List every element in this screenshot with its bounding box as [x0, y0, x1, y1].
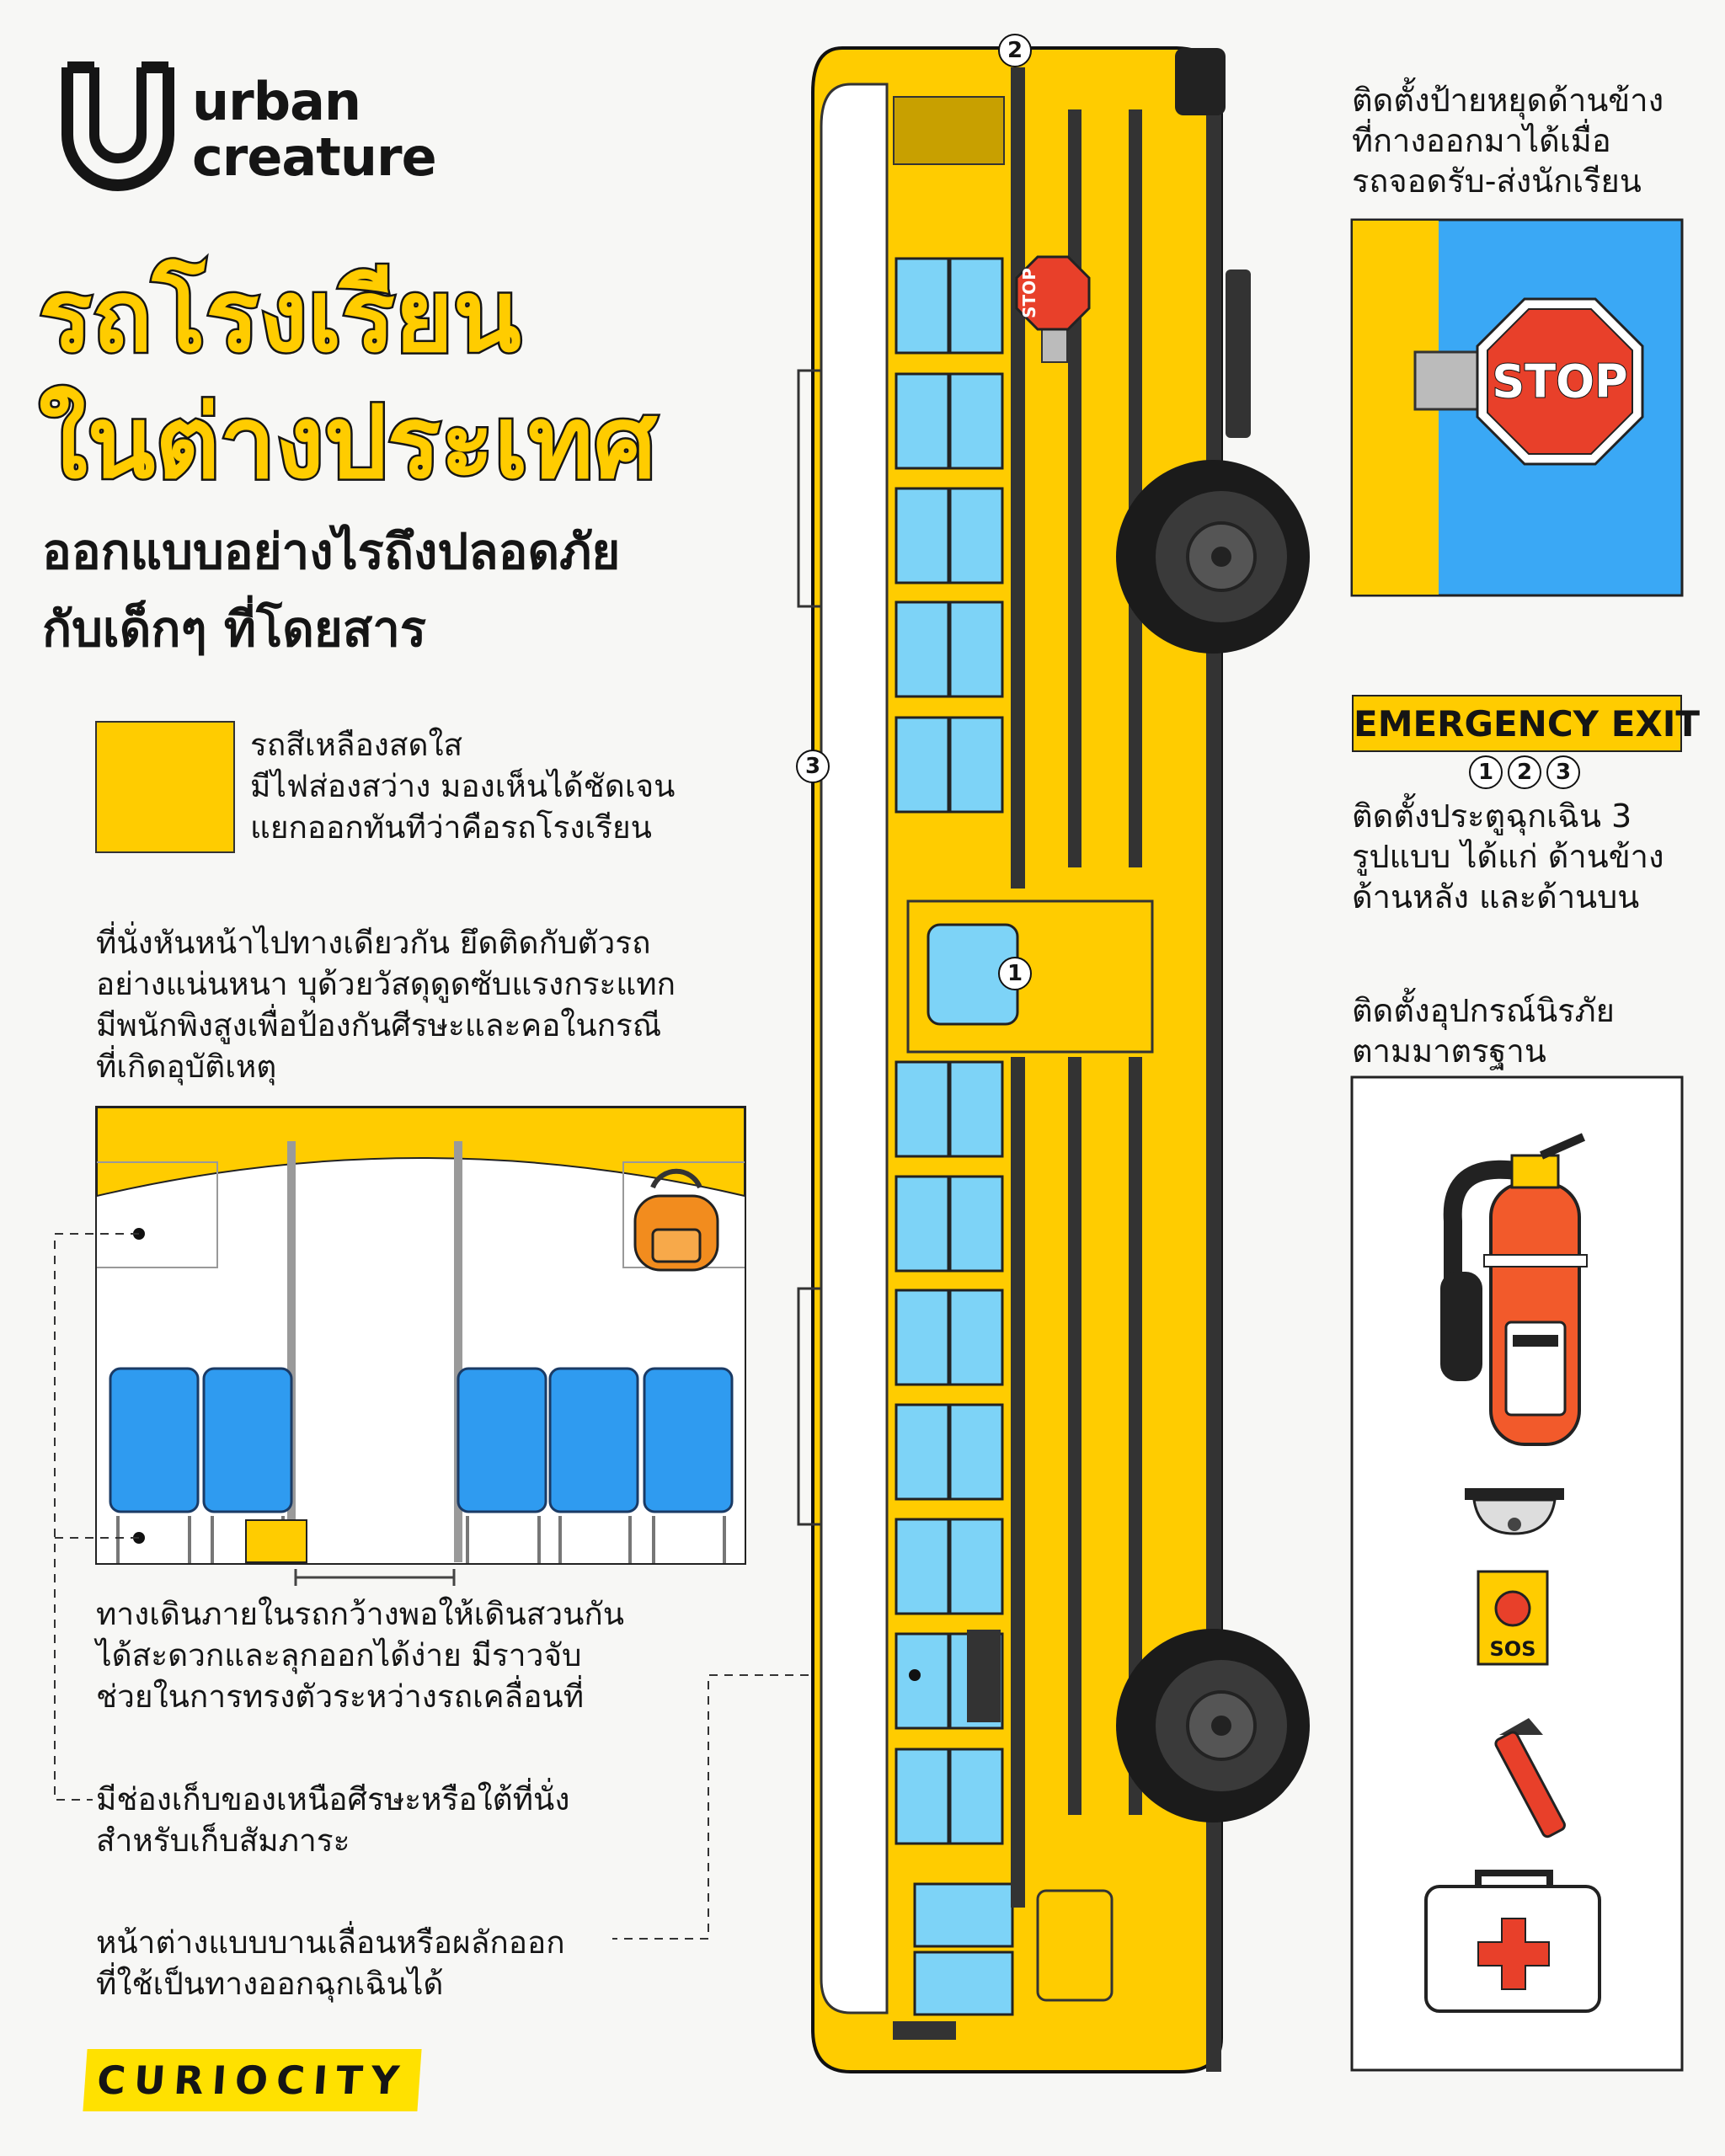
first-aid-kit-icon [1424, 1870, 1601, 2013]
window-text: หน้าต่างแบบบานเลื่อนหรือผลักออก ที่ใช้เป… [96, 1924, 565, 2002]
bus-window [948, 1518, 1004, 1615]
bus-window [948, 1748, 1004, 1845]
sos-button-icon [1477, 1570, 1549, 1666]
bus-interior-illustration [95, 1106, 746, 1565]
urban-creature-logo-icon [61, 61, 174, 191]
storage-text: มีช่องเก็บของเหนือศีรษะหรือใต้ที่นั่ง สำ… [96, 1781, 570, 1859]
bus-window [948, 600, 1004, 698]
bus-window [948, 372, 1004, 470]
bus-window [895, 1632, 950, 1730]
title-line-1: รถโรงเรียน [37, 256, 524, 376]
front-wheel-icon [1116, 460, 1310, 654]
safety-equipment-text: ติดตั้งอุปกรณ์นิรภัย ตามมาตรฐาน [1352, 992, 1615, 1070]
bus-window [895, 1175, 950, 1273]
bus-rear-window [913, 1882, 1014, 1948]
bus-window [895, 1060, 950, 1158]
bus-marker-3: 3 [796, 750, 830, 783]
bus-stop-arm-icon [1015, 255, 1091, 363]
bus-window [948, 1403, 1004, 1501]
emergency-exit-text: ติดตั้งประตูฉุกเฉิน 3 รูปแบบ ได้แก่ ด้าน… [1352, 798, 1664, 915]
fire-extinguisher-icon [1440, 1133, 1588, 1446]
emergency-hammer-icon [1494, 1718, 1566, 1838]
bus-window [948, 1060, 1004, 1158]
bus-window [948, 1175, 1004, 1273]
bus-marker-2: 2 [998, 34, 1032, 67]
emergency-exit-label: EMERGENCY EXIT [1352, 695, 1700, 752]
bus-window [895, 1289, 950, 1386]
bus-window [895, 716, 950, 814]
bus-window [895, 600, 950, 698]
brand-logo-text: urban creature [192, 71, 437, 188]
bus-window [895, 1518, 950, 1615]
bus-window [895, 1403, 950, 1501]
stop-arm-panel [1350, 218, 1684, 597]
window-leader-line [612, 1674, 915, 1940]
brand-line-2: creature [192, 126, 437, 188]
bus-window [895, 372, 950, 470]
yellow-color-text: รถสีเหลืองสดใส มีไฟส่องสว่าง มองเห็นได้ช… [250, 727, 676, 846]
seat-text: ที่นั่งหันหน้าไปทางเดียวกัน ยึดติดกับตัว… [96, 925, 676, 1085]
brand-line-1: urban [192, 71, 361, 132]
bus-window [948, 1289, 1004, 1386]
bus-window [895, 257, 950, 355]
seats [109, 1367, 734, 1513]
exit-number-2: 2 [1508, 755, 1541, 789]
subtitle-line-2: กับเด็กๆ ที่โดยสาร [42, 600, 427, 658]
title-line-2: ในต่างประเทศ [36, 382, 658, 503]
smoke-detector-icon [1465, 1488, 1564, 1535]
sos-label: SOS [1489, 1637, 1536, 1661]
bus-window [948, 716, 1004, 814]
stop-arm-text: ติดตั้งป้ายหยุดด้านข้าง ที่กางออกมาได้เม… [1352, 82, 1664, 200]
subtitle-line-1: ออกแบบอย่างไรถึงปลอดภัย [42, 523, 621, 580]
bus-rear-window [913, 1951, 1014, 2016]
aisle-text: ทางเดินภายในรถกว้างพอให้เดินสวนกัน ได้สะ… [96, 1596, 625, 1715]
stop-sign-text: STOP [1491, 355, 1628, 409]
bus-window [895, 1748, 950, 1845]
bus-marker-1: 1 [998, 957, 1032, 990]
yellow-swatch [95, 721, 235, 853]
bus-window [948, 257, 1004, 355]
bus-window [948, 487, 1004, 584]
rear-wheel-icon [1116, 1629, 1310, 1822]
curiocity-badge: CURIOCITY [83, 2049, 422, 2111]
bus-stop-sign-text: STOP [1019, 268, 1039, 318]
bus-windows [895, 257, 1014, 2016]
school-bus-illustration [797, 46, 1310, 2073]
storage-leader-line [54, 1233, 139, 1801]
exit-number-3: 3 [1546, 755, 1580, 789]
bus-window [895, 487, 950, 584]
exit-number-1: 1 [1469, 755, 1503, 789]
backpack-icon [633, 1168, 719, 1272]
